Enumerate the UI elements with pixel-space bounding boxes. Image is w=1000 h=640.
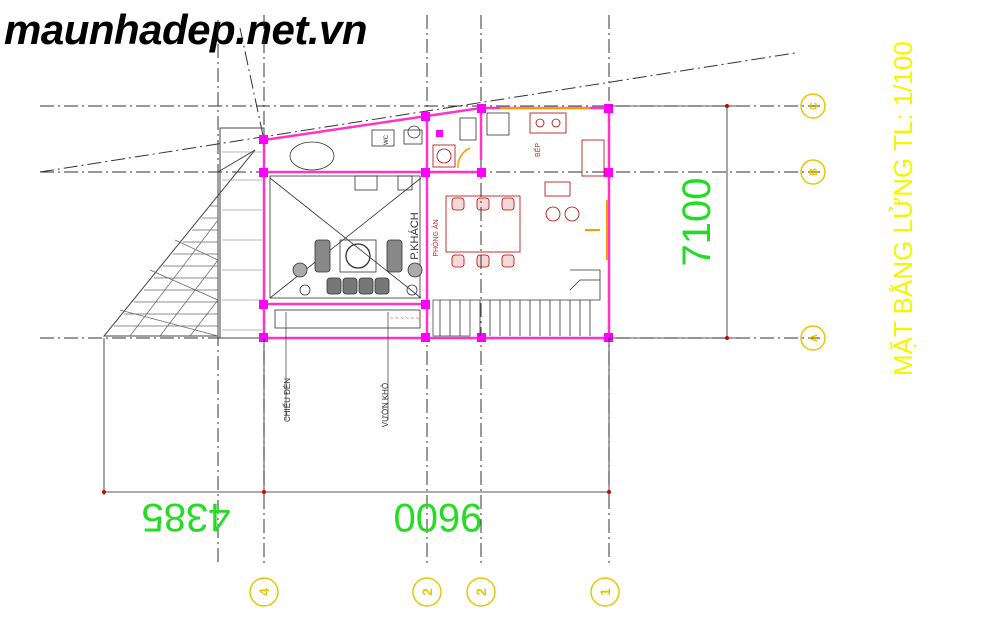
axis-label-2a: 2 [419, 588, 435, 596]
axis-label-b: B [808, 168, 820, 176]
dimension-9600: 9600 [394, 495, 483, 539]
room-label-dining: PHÒNG ĂN [431, 219, 440, 256]
label-leaders [285, 312, 389, 420]
window-strips [500, 107, 608, 260]
label-light: CHIẾU ĐÈN [282, 378, 292, 422]
dimension-ticks [102, 104, 729, 494]
kitchen-furniture [432, 112, 605, 337]
room-label-wc: WC [384, 134, 390, 145]
axis-label-2b: 2 [473, 588, 489, 596]
axis-bubbles [249, 93, 826, 607]
room-label-kitchen: BẾP [532, 143, 542, 157]
axis-label-1: 1 [597, 588, 613, 596]
axis-label-c: C [808, 102, 820, 110]
diagonal-line [39, 52, 796, 173]
axis-label-a: A [808, 334, 820, 342]
dimension-lines [103, 105, 740, 495]
side-hatch [102, 127, 265, 339]
dimension-7100: 7100 [675, 178, 719, 267]
watermark-logo: maunhadep.net.vn [4, 6, 368, 53]
diagonal-line-2 [239, 27, 265, 141]
dimension-4385: 4385 [142, 495, 231, 539]
svg-text:~ ~ ~ ~ ~ ~: ~ ~ ~ ~ ~ ~ [390, 316, 420, 322]
axis-label-4: 4 [256, 588, 272, 596]
columns [259, 104, 613, 342]
room-label-living: P.KHÁCH [408, 212, 421, 260]
label-garden: VƯỜN KHÔ [381, 383, 390, 427]
living-room-furniture [269, 125, 423, 329]
kitchen-door-swing [457, 147, 471, 169]
